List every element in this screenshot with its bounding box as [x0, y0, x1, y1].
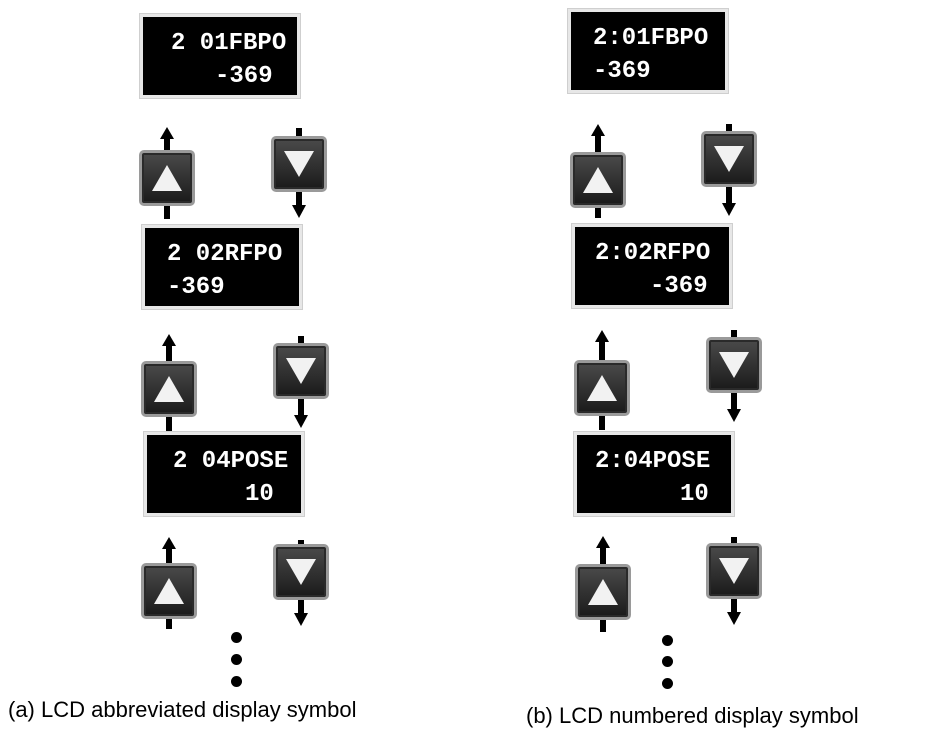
lcd-line-1: 2 04POSE [173, 448, 289, 475]
down-button[interactable] [271, 136, 327, 192]
ellipsis-dot [231, 654, 242, 665]
up-button[interactable] [574, 360, 630, 416]
down-button[interactable] [273, 343, 329, 399]
up-triangle-icon [152, 165, 182, 191]
up-triangle-icon [587, 375, 617, 401]
up-button[interactable] [570, 152, 626, 208]
lcd-screen: 2 02RFPO -369 [142, 225, 302, 309]
lcd-line-2: -369 [650, 273, 708, 300]
down-button[interactable] [273, 544, 329, 600]
ellipsis-dot [662, 656, 673, 667]
up-button[interactable] [139, 150, 195, 206]
up-button[interactable] [575, 564, 631, 620]
lcd-line-1: 2:01FBPO [593, 25, 709, 52]
down-triangle-icon [286, 559, 316, 585]
up-button[interactable] [141, 563, 197, 619]
up-triangle-icon [588, 579, 618, 605]
up-triangle-icon [154, 376, 184, 402]
lcd-line-1: 2 01FBPO [171, 30, 287, 57]
caption-b: (b) LCD numbered display symbol [526, 703, 859, 728]
ellipsis-dot [231, 632, 242, 643]
ellipsis-dot [662, 635, 673, 646]
lcd-screen: 2:01FBPO -369 [568, 9, 728, 93]
down-button[interactable] [706, 337, 762, 393]
caption-a: (a) LCD abbreviated display symbol [8, 697, 357, 722]
lcd-screen: 2 01FBPO -369 [140, 14, 300, 98]
lcd-line-2: -369 [593, 58, 651, 85]
up-button[interactable] [141, 361, 197, 417]
lcd-screen: 2 04POSE 10 [144, 432, 304, 516]
ellipsis-dot [231, 676, 242, 687]
down-triangle-icon [286, 358, 316, 384]
up-triangle-icon [583, 167, 613, 193]
down-button[interactable] [701, 131, 757, 187]
down-triangle-icon [714, 146, 744, 172]
lcd-line-1: 2:02RFPO [595, 240, 711, 267]
down-triangle-icon [719, 352, 749, 378]
lcd-line-2: 10 [245, 481, 274, 508]
lcd-line-2: 10 [680, 481, 709, 508]
down-button[interactable] [706, 543, 762, 599]
down-triangle-icon [719, 558, 749, 584]
up-triangle-icon [154, 578, 184, 604]
lcd-line-2: -369 [167, 274, 225, 301]
ellipsis-dot [662, 678, 673, 689]
lcd-screen: 2:04POSE 10 [574, 432, 734, 516]
lcd-line-2: -369 [215, 63, 273, 90]
lcd-screen: 2:02RFPO -369 [572, 224, 732, 308]
down-triangle-icon [284, 151, 314, 177]
lcd-line-1: 2:04POSE [595, 448, 711, 475]
lcd-line-1: 2 02RFPO [167, 241, 283, 268]
